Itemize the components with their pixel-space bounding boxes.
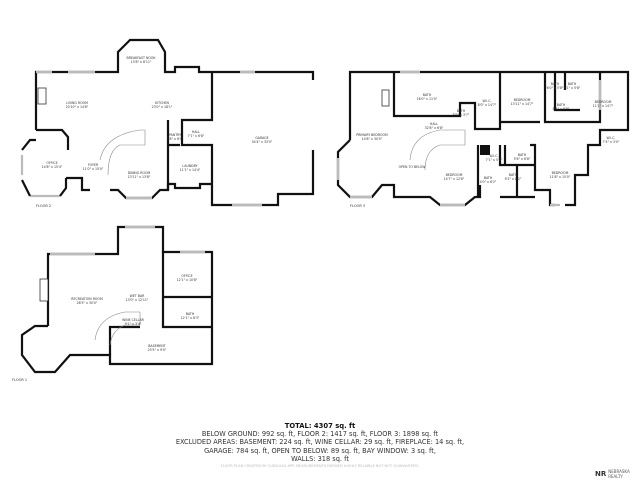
room-label: W.I.C.8'0" x 14'7" — [477, 98, 497, 107]
summary-line: BELOW GROUND: 992 sq. ft, FLOOR 2: 1417 … — [201, 430, 439, 439]
summary-line: EXCLUDED AREAS: BASEMENT: 224 sq. ft, WI… — [175, 438, 465, 447]
brand-logo: NR NEBRASKA REALTY — [595, 469, 640, 479]
summary-line: GARAGE: 784 sq. ft, OPEN TO BELOW: 89 sq… — [204, 446, 436, 455]
floor-label: FLOOR 3 — [350, 204, 366, 208]
fireplace-icon — [37, 87, 47, 105]
floor-3-walls — [336, 70, 630, 207]
logo-mark: NR — [595, 470, 607, 478]
room-label: OPEN TO BELOW — [398, 164, 426, 169]
floor-label: FLOOR 2 — [36, 204, 52, 208]
logo-text: NEBRASKA REALTY — [608, 469, 630, 479]
summary-line: WALLS: 318 sq. ft — [291, 454, 349, 463]
room-label: W.I.C.7'1" x 5'8" — [485, 153, 503, 162]
fireplace-icon — [39, 278, 49, 302]
area-summary: TOTAL: 4307 sq. ft BELOW GROUND: 992 sq.… — [0, 422, 640, 463]
floor-label: FLOOR 1 — [12, 378, 28, 382]
total-area: TOTAL: 4307 sq. ft — [284, 422, 356, 430]
room-label: W.I.C.7'4" x 3'0" — [602, 135, 620, 144]
chimney-block — [480, 145, 490, 155]
floor-1-walls — [20, 225, 214, 374]
floor-2-walls — [20, 38, 315, 207]
fireplace-icon — [381, 89, 390, 107]
disclaimer: FLOOR PLAN CREATED BY CUBICASA APP. MEAS… — [220, 464, 420, 468]
